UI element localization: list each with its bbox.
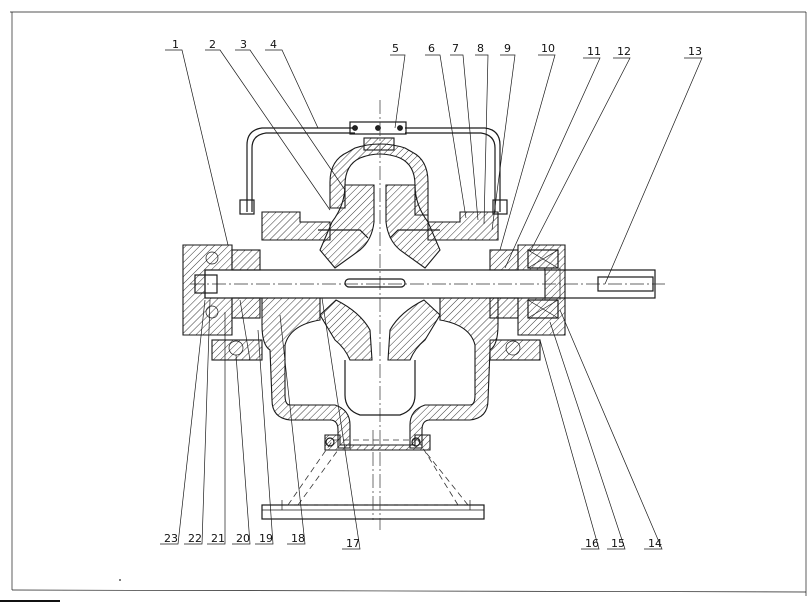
callout-label: 15 [611,537,625,550]
callout-label: 11 [587,45,601,58]
pump-base [261,430,485,520]
callout-label: 22 [188,532,202,545]
callout-label: 20 [236,532,250,545]
stray-mark [119,579,121,581]
callout-label: 5 [392,42,399,55]
callout-label: 9 [504,42,511,55]
pump-shaft [190,268,665,300]
callout-label: 3 [240,38,247,51]
right-bearing-housing [489,244,566,361]
top-leaders [165,49,703,285]
callout-label: 23 [164,532,178,545]
callout-label: 1 [172,38,179,51]
callout-label: 6 [428,42,435,55]
lower-casing [261,297,499,451]
callout-label: 4 [270,38,277,51]
callout-label: 19 [259,532,273,545]
callout-label: 2 [209,38,216,51]
bottom-callouts: 23 22 21 20 19 18 17 16 15 14 [164,532,662,550]
callout-label: 12 [617,45,631,58]
callout-label: 18 [291,532,305,545]
bottom-leaders [160,297,663,550]
top-callouts: 1 2 3 4 5 6 7 8 9 10 11 12 13 [172,38,702,58]
drawing-frame [0,11,807,602]
callout-label: 8 [477,42,484,55]
impeller [319,100,441,530]
callout-label: 16 [585,537,599,550]
left-bearing-housing [182,244,263,361]
callout-label: 10 [541,42,555,55]
callout-label: 13 [688,45,702,58]
callout-label: 17 [346,537,360,550]
callout-label: 21 [211,532,225,545]
callout-label: 7 [452,42,459,55]
guard-frame [239,121,508,215]
